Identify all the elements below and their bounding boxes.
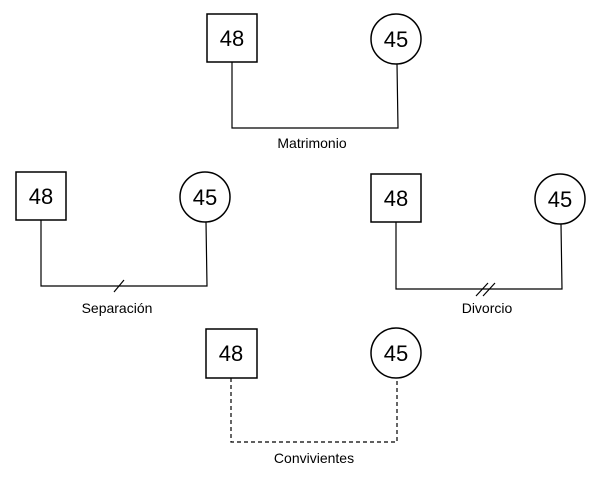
male-age: 48 [219, 341, 243, 366]
relation-matrimonio: 48 45 Matrimonio [206, 13, 422, 151]
marriage-line [395, 222, 563, 290]
separation-slash [113, 279, 125, 293]
divorce-slash-2 [482, 282, 496, 297]
relation-separacion: 48 45 Separación [15, 171, 231, 316]
marriage-line [40, 220, 208, 287]
relation-divorcio: 48 45 Divorcio [370, 173, 586, 316]
relation-label: Divorcio [462, 300, 513, 316]
female-node-circle [370, 13, 422, 65]
female-age: 45 [384, 27, 408, 52]
female-node-circle [370, 327, 422, 379]
male-age: 48 [384, 186, 408, 211]
female-age: 45 [193, 185, 217, 210]
female-age: 45 [548, 187, 572, 212]
female-node-circle [179, 171, 231, 223]
male-age: 48 [220, 26, 244, 51]
male-node-square [206, 13, 258, 63]
relation-convivientes: 48 45 Convivientes [205, 327, 422, 466]
divorce-slash-1 [475, 282, 489, 297]
male-node-square [370, 173, 422, 223]
cohabitation-line [230, 378, 398, 443]
relation-label: Convivientes [274, 450, 354, 466]
female-age: 45 [384, 341, 408, 366]
relation-label: Separación [82, 300, 153, 316]
male-node-square [15, 171, 67, 221]
female-node-circle [534, 173, 586, 225]
marriage-line [231, 62, 399, 129]
male-node-square [205, 328, 258, 379]
male-age: 48 [29, 184, 53, 209]
relation-label: Matrimonio [277, 135, 346, 151]
